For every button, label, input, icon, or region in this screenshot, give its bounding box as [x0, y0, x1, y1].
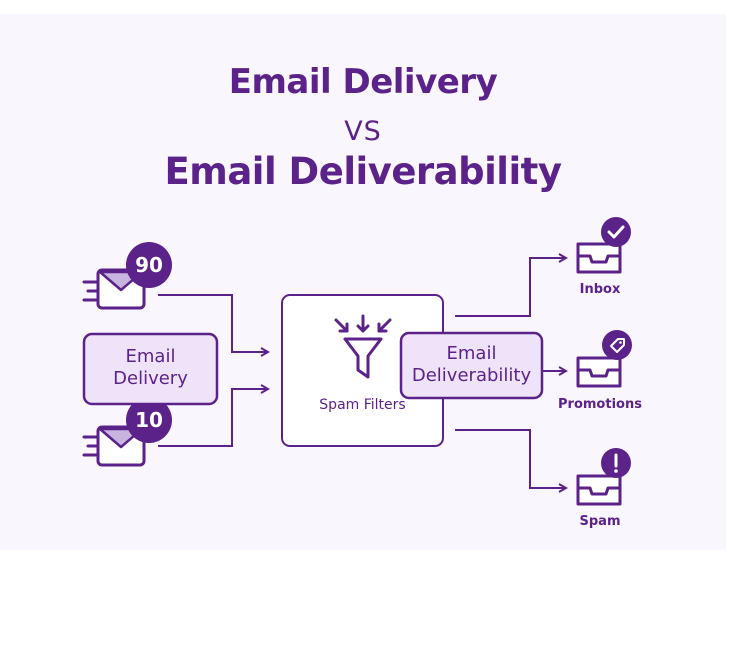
email-delivery-label: Email Delivery [84, 346, 217, 390]
funnel-icon [334, 314, 392, 379]
connector-to-inbox [455, 258, 566, 317]
email-delivery-box [82, 332, 219, 406]
email-deliverability-label-line1: Email [446, 343, 497, 364]
connector-to-spam [455, 429, 566, 488]
connector-bottom-to-filter [158, 389, 268, 447]
connector-top-to-filter [158, 294, 268, 352]
email-delivery-label-line1: Email [125, 346, 176, 367]
badge-count-top: 90 [135, 253, 163, 277]
badge-top [126, 242, 172, 288]
title-email-delivery: Email Delivery [228, 62, 498, 102]
promotions-label: Promotions [558, 397, 642, 412]
title-email-deliverability: Email Deliverability [164, 150, 562, 193]
inbox-tray-icon [576, 217, 631, 274]
badge-bottom [126, 397, 172, 443]
title-vs: VS [344, 116, 382, 147]
spam-filters-label: Spam Filters [319, 397, 406, 413]
inbox-label: Inbox [579, 282, 621, 297]
email-deliverability-label: Email Deliverability [401, 343, 542, 387]
spam-tray-icon [576, 448, 631, 506]
email-deliverability-label-line2: Deliverability [411, 365, 532, 386]
email-deliverability-box [399, 331, 544, 400]
badge-count-bottom: 10 [135, 408, 163, 432]
email-delivery-label-line2: Delivery [113, 368, 188, 389]
envelope-top-icon [82, 242, 172, 310]
spam-label: Spam [579, 514, 621, 529]
envelope-bottom-icon [82, 397, 172, 467]
promotions-tray-icon [576, 330, 632, 388]
